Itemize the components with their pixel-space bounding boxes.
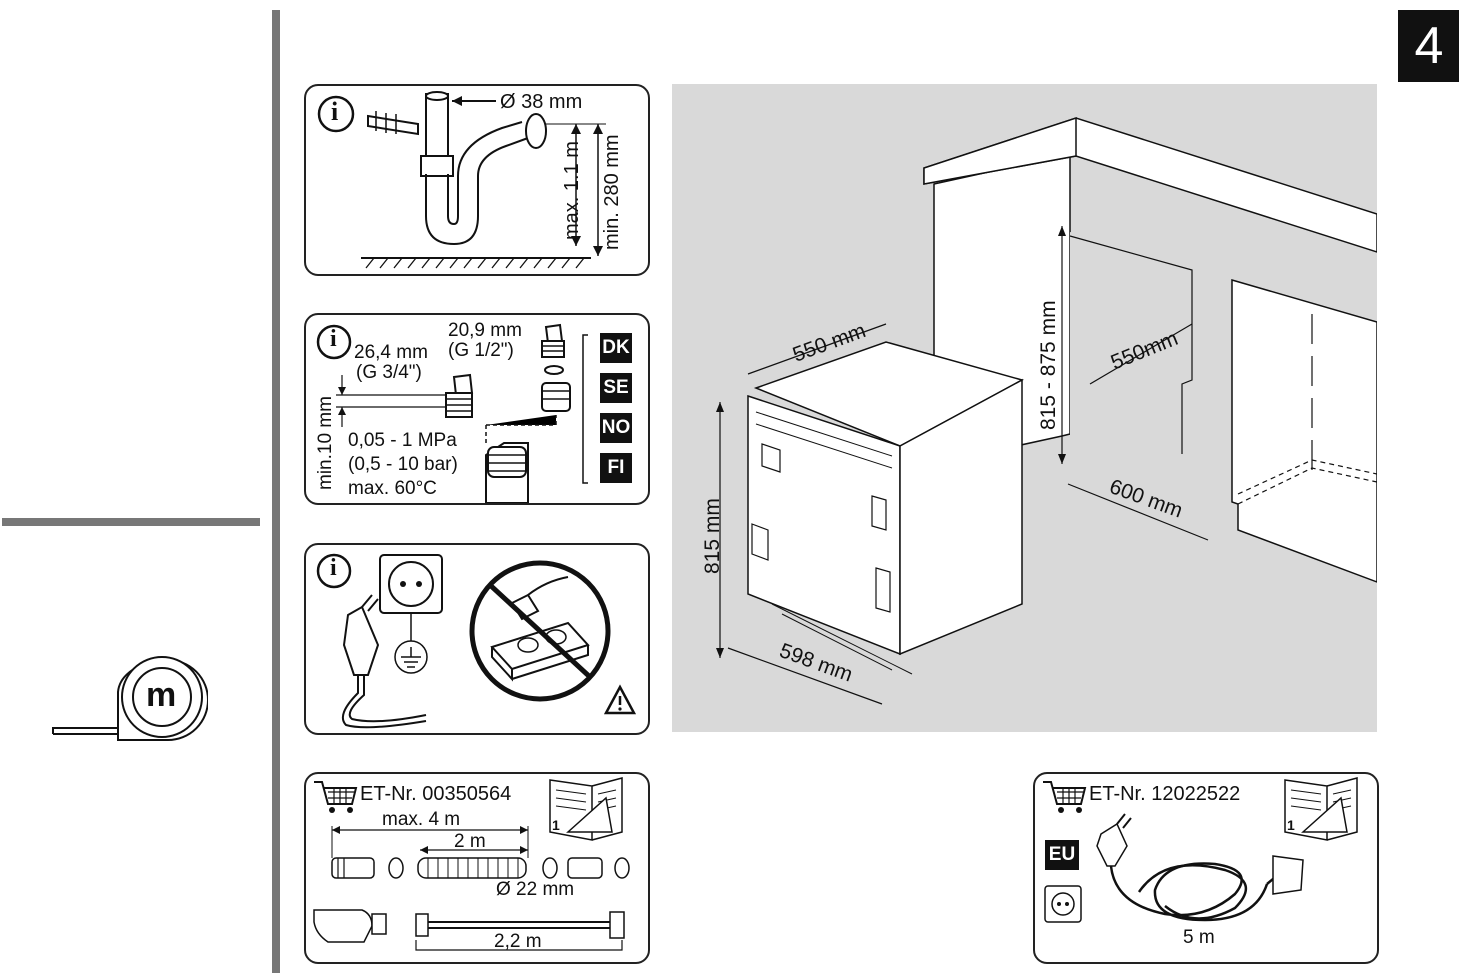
hose-accessory-panel: ET-Nr. 00350564 1 max. 4 m 2 m Ø 22 mm 2…: [304, 772, 650, 964]
drain-min-height-label: min. 280 mm: [601, 134, 623, 250]
country-badge-se: SE: [600, 373, 632, 403]
thread-large-size-label: (G 3/4"): [356, 362, 422, 383]
siphon-diagram: [317, 91, 606, 269]
niche-height-label: 815 - 875 mm: [1037, 300, 1060, 430]
book-page-label: 1: [552, 817, 560, 833]
supply-hose-length: 2,2 m: [494, 931, 542, 952]
cable-length: 5 m: [1183, 927, 1215, 948]
electrical-diagram: [316, 553, 637, 729]
info-icon: i: [330, 326, 337, 352]
info-icon: i: [331, 97, 339, 126]
page-number: 4: [1398, 10, 1459, 82]
water-supply-panel: i 20,9 mm (G 1/2") 26,4 mm (G 3/4") min.…: [304, 313, 650, 505]
hose-part-number: ET-Nr. 00350564: [360, 783, 512, 805]
cable-part-number: ET-Nr. 12022522: [1089, 783, 1241, 805]
drain-max-height-label: max. 1.1 m: [561, 141, 583, 240]
region-badge-eu: EU: [1045, 840, 1079, 870]
thread-small-label: 20,9 mm: [448, 320, 522, 341]
country-badge-fi: FI: [600, 453, 632, 483]
height-left-label: 815 mm: [701, 498, 724, 574]
max-temp-label: max. 60°C: [348, 478, 437, 499]
cable-diagram: [1043, 777, 1358, 923]
country-badge-no: NO: [600, 413, 632, 443]
pressure-bar-label: (0,5 - 10 bar): [348, 454, 458, 475]
hose-diagram: [313, 777, 630, 951]
hose-max-length: max. 4 m: [382, 809, 461, 830]
tape-measure-icon: m: [48, 652, 209, 744]
vertical-divider: [272, 10, 280, 973]
min-length-label: min.10 mm: [315, 396, 336, 490]
drain-diameter-label: Ø 38 mm: [500, 91, 583, 113]
cable-accessory-panel: ET-Nr. 12022522 1 EU 5 m: [1033, 772, 1379, 964]
horizontal-divider: [2, 518, 260, 526]
hose-diameter: Ø 22 mm: [496, 879, 575, 900]
tape-measure-label: m: [146, 676, 177, 714]
book-page-label: 1: [1287, 817, 1295, 833]
hose-length: 2 m: [454, 831, 486, 852]
country-badge-dk: DK: [600, 333, 632, 363]
water-connection-diagram: [316, 323, 588, 503]
info-icon: i: [330, 555, 337, 581]
drain-info-panel: i Ø 38 mm max. 1.1 m min. 280 mm: [304, 84, 650, 276]
thread-small-size-label: (G 1/2"): [448, 340, 514, 361]
installation-diagram: 550 mm 815 mm 598 mm 815 - 875 mm 550mm …: [672, 84, 1378, 732]
electrical-panel: i: [304, 543, 650, 735]
thread-large-label: 26,4 mm: [354, 342, 428, 363]
pressure-mpa-label: 0,05 - 1 MPa: [348, 430, 457, 451]
